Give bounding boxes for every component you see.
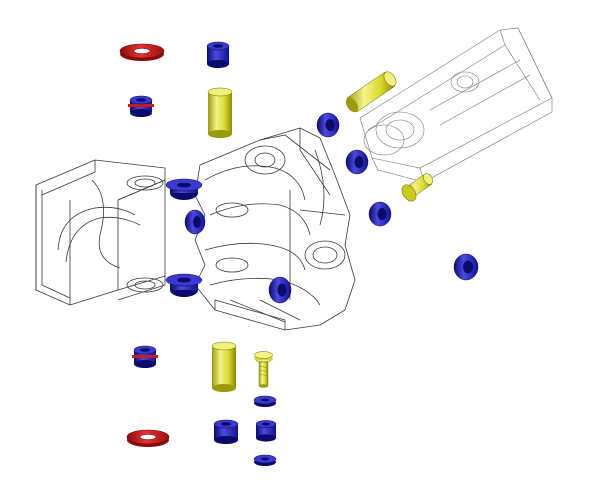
ring-bushing-upper-1 — [316, 112, 340, 138]
bushing-clevis-lower — [165, 273, 203, 297]
bolt-small — [254, 351, 273, 388]
pin-angled — [345, 71, 397, 113]
washer-top-left — [119, 43, 165, 61]
spacer-small-lower — [253, 454, 277, 466]
pin-lower — [211, 341, 237, 392]
bushing-clevis-upper — [165, 178, 203, 200]
left-clevis-bracket-wireframe — [35, 159, 166, 306]
washer-bottom-left — [126, 429, 170, 447]
pin-upper — [207, 87, 233, 138]
bushing-flanged-left-lower — [132, 345, 158, 368]
pin-short-angled — [401, 173, 433, 202]
ring-bushing-upper-2 — [345, 149, 369, 175]
spacer-small-upper — [253, 395, 277, 407]
ring-bushing-knuckle-left — [184, 209, 206, 235]
ring-bushing-far-right — [453, 253, 479, 281]
angled-arm-wireframe — [359, 27, 553, 183]
ring-bushing-right — [368, 201, 392, 227]
bushing-bottom-right — [255, 420, 277, 442]
bushing-bottom-center — [213, 419, 239, 444]
central-knuckle-wireframe — [194, 127, 356, 331]
bushing-flanged-left-upper — [128, 95, 154, 117]
bushing-top-center — [206, 41, 230, 68]
ring-bushing-knuckle-lower — [268, 276, 292, 304]
